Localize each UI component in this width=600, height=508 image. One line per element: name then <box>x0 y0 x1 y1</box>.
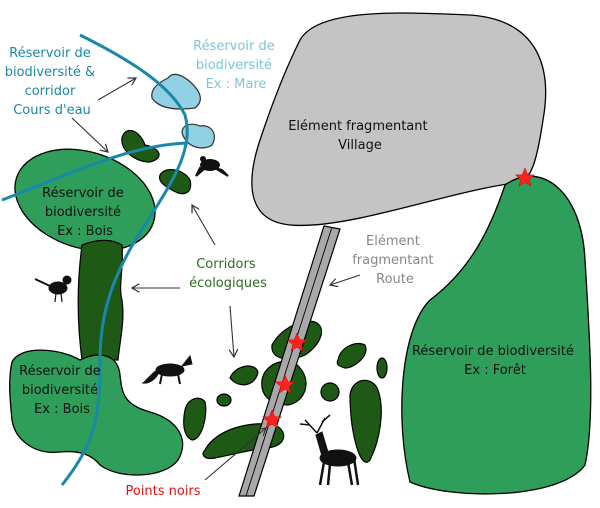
wood-reservoir-top <box>14 148 156 252</box>
forest-label: Réservoir de biodiversité Ex : Forêt <box>412 344 578 378</box>
pond-reservoir <box>151 73 201 110</box>
river <box>1 33 189 486</box>
star-icon <box>514 167 536 187</box>
black-points-label: Points noirs <box>125 484 200 499</box>
forest-reservoir <box>401 175 592 495</box>
star-icon <box>261 409 283 429</box>
corridors-label: Corridors écologiques <box>189 257 267 291</box>
river-label: Réservoir de biodiversité & corridor Cou… <box>5 46 100 118</box>
fox-icon <box>141 354 193 385</box>
hedge-corridor <box>77 239 124 361</box>
black-points <box>261 167 536 429</box>
pond-label: Réservoir de biodiversité Ex : Mare <box>193 39 279 92</box>
bird-icon <box>34 275 72 303</box>
star-icon <box>274 374 296 394</box>
frog-icon <box>195 156 229 177</box>
star-icon <box>286 332 308 352</box>
road-label: Elément fragmentant Route <box>352 234 438 287</box>
wood-bottom-label: Réservoir de biodiversité Ex : Bois <box>19 364 105 417</box>
corridor-patch <box>158 168 192 195</box>
village-label: Elément fragmentant Village <box>288 119 432 153</box>
annotation-arrows <box>71 78 361 481</box>
wood-top-label: Réservoir de biodiversité Ex : Bois <box>42 186 128 239</box>
deer-icon <box>299 414 360 486</box>
corridor-patch <box>121 129 160 163</box>
